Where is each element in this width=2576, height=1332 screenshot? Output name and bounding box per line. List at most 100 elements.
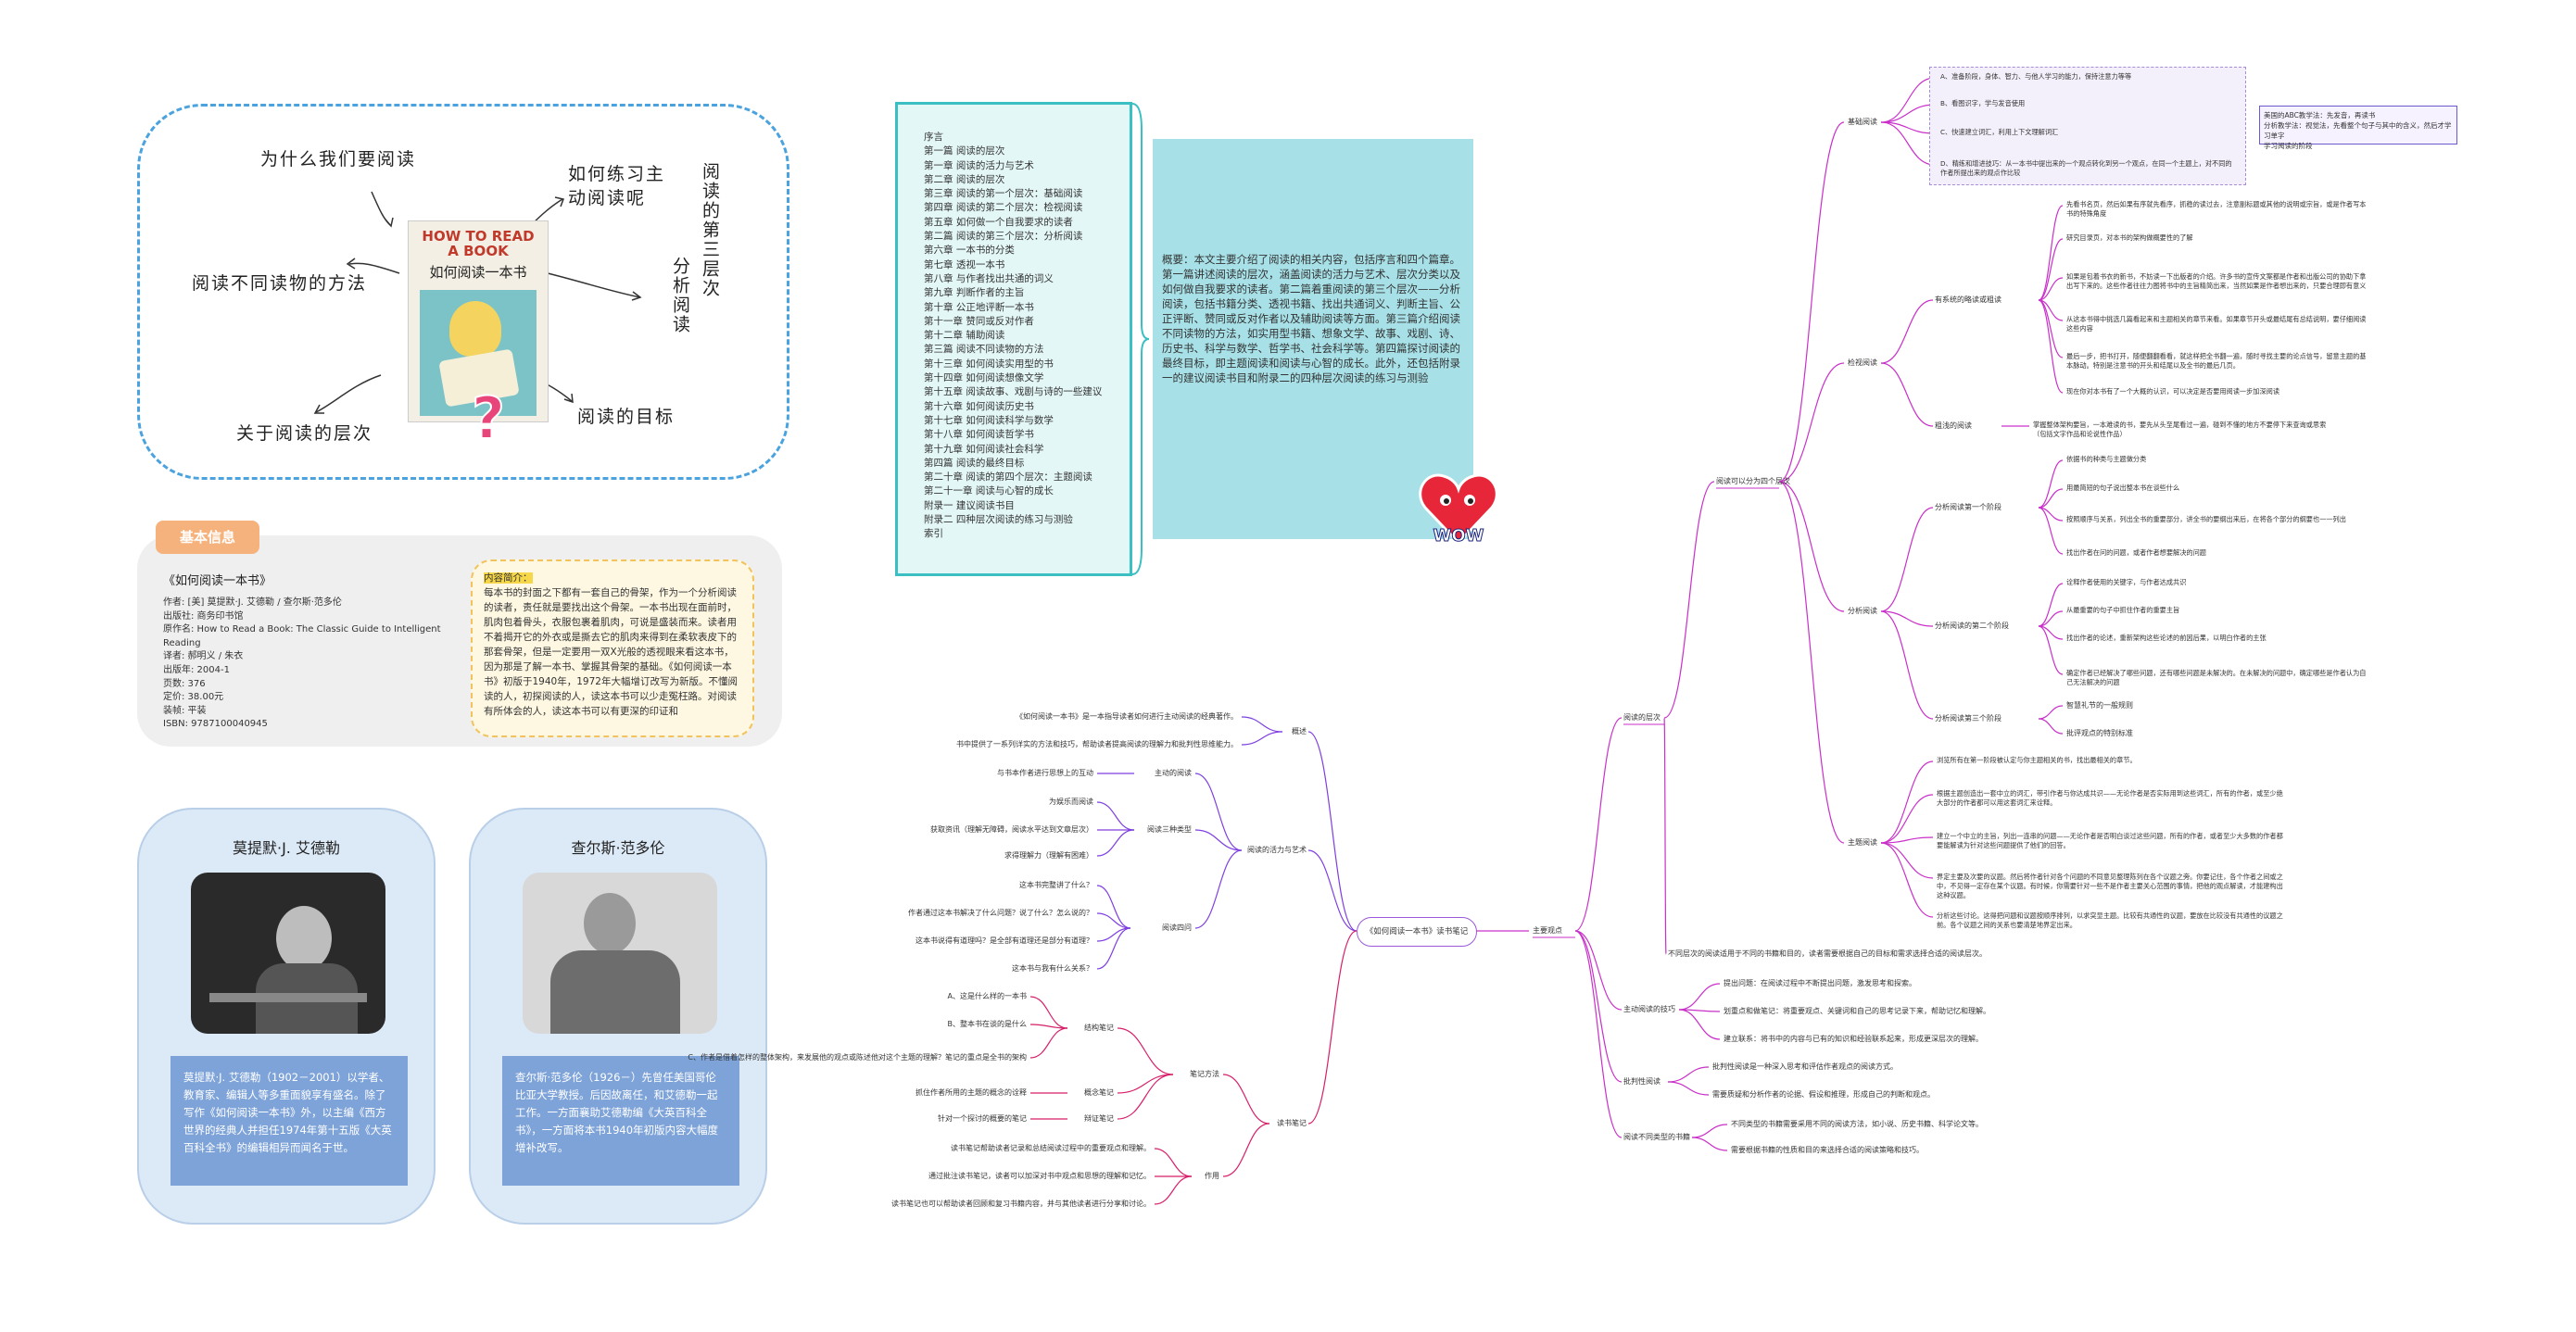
node-note-type[interactable]: 结构笔记: [1084, 1024, 1114, 1032]
node-leaf[interactable]: 找出作者的论述，重新架构这些论述的前因后果，以明白作者的主张: [2066, 634, 2267, 642]
node-sub[interactable]: 分析阅读第三个阶段: [1935, 714, 2001, 723]
node-leaf[interactable]: 掌握整体架构要旨，一本难读的书，要先从头至尾看过一遍，碰到不懂的地方不要停下来查…: [2033, 421, 2327, 438]
mindmap-link: [1154, 1175, 1193, 1205]
node-leaf[interactable]: 用最简短的句子说出整本书在谈些什么: [2066, 484, 2180, 492]
node-leaf[interactable]: 界定主要及次要的议题。然后将作者针对各个问题的不同意见整理陈列在各个议题之旁。你…: [1937, 873, 2283, 899]
node-leaf[interactable]: 求得理解力（理解有困难）: [1004, 851, 1093, 860]
node-leaf[interactable]: D、精练和增进技巧：从一本书中提出来的一个观点转化到另一个观点，在同一个主题上，…: [1940, 159, 2232, 177]
mindmap-link: [1880, 610, 1934, 627]
node-leaf[interactable]: 需要质疑和分析作者的论据、假设和推理，形成自己的判断和观点。: [1712, 1090, 1935, 1099]
node-leaf[interactable]: 需要根据书籍的性质和目的来选择合适的阅读策略和技巧。: [1731, 1146, 1924, 1154]
node-leaf[interactable]: A、准备阶段，身体、智力、与他人学习的能力，保持注意力等等: [1940, 72, 2132, 81]
node-sub[interactable]: 阅读三种类型: [1147, 825, 1192, 834]
person-card-adler: 莫提默·J. 艾德勒 莫提默·J. 艾德勒（1902－2001）以学者、教育家、…: [137, 808, 436, 1225]
node-sub[interactable]: 分析阅读第一个阶段: [1935, 503, 2001, 511]
toc-item: 第十五章 阅读故事、戏剧与诗的一些建议: [924, 386, 1103, 398]
mindmap-link: [1117, 1074, 1174, 1120]
info-title: 《如何阅读一本书》: [163, 574, 272, 588]
node-sub[interactable]: 阅读四问: [1162, 924, 1192, 932]
intro-text: 每本书的封面之下都有一套自己的骨架，作为一个分析阅读的读者，责任就是要找出这个骨…: [484, 587, 738, 717]
node-leaf[interactable]: 从这本书得中挑选几篇看起来和主题相关的章节来看。如果章节开头或最结尾有总结说明，…: [2066, 315, 2367, 333]
node-leaf[interactable]: 不同层次的阅读适用于不同的书籍和目的，读者需要根据自己的目标和需求选择合适的阅读…: [1668, 949, 1987, 958]
mindmap-link: [1778, 121, 1845, 483]
node-level[interactable]: 检视阅读: [1848, 358, 1877, 367]
node-leaf[interactable]: 分析这些讨论。这得把问题和议题按顺序排列，以求突显主题。比较有共通性的议题，要放…: [1937, 911, 2283, 929]
doodle-label-goal: 阅读的目标: [577, 407, 676, 427]
node-leaf[interactable]: 获取资讯（理解无障碍，阅读水平达到文章层次）: [930, 825, 1093, 834]
node-leaf[interactable]: 如果是包着书衣的新书，不妨读一下出版者的介绍。许多书的宣传文案都是作者和出版公司…: [2066, 272, 2367, 290]
node-leaf[interactable]: 不同类型的书籍需要采用不同的阅读方法，如小说、历史书籍、科学论文等。: [1731, 1120, 1983, 1128]
node-leaf[interactable]: 从最重要的句子中抓住作者的重要主旨: [2066, 606, 2180, 614]
node-leaf[interactable]: C、作者是借着怎样的整体架构，来发展他的观点或陈述他对这个主题的理解？笔记的重点…: [688, 1053, 1027, 1062]
node-branch[interactable]: 阅读的活力与艺术: [1247, 846, 1307, 854]
node-sub[interactable]: 作用: [1205, 1172, 1219, 1180]
node-leaf[interactable]: 智慧礼节的一般规则: [2066, 701, 2133, 710]
node-leaf[interactable]: 读书笔记也可以帮助读者回顾和复习书籍内容，并与其他读者进行分享和讨论。: [891, 1200, 1151, 1208]
node-leaf[interactable]: 作者通过这本书解决了什么问题？说了什么？怎么说的？: [908, 909, 1093, 917]
node-leaf[interactable]: 针对一个探讨的概要的笔记: [938, 1114, 1027, 1123]
node-leaf[interactable]: 书中提供了一系列详实的方法和技巧，帮助读者提高阅读的理解力和批判性思维能力。: [956, 740, 1238, 748]
node-leaf[interactable]: 通过批注读书笔记，读者可以加深对书中观点和思想的理解和记忆。: [928, 1172, 1151, 1180]
node-branch[interactable]: 批判性阅读: [1623, 1077, 1661, 1086]
node-note-type[interactable]: 概念笔记: [1084, 1088, 1114, 1097]
node-main-points[interactable]: 主要观点: [1533, 926, 1562, 935]
node-branch[interactable]: 阅读的层次: [1623, 713, 1661, 722]
node-leaf[interactable]: 这本书说得有道理吗？是全部有道理还是部分有道理？: [915, 936, 1093, 945]
toc-item: 第十七章 如何阅读科学与数学: [924, 414, 1054, 426]
doodle-label-active: 如何练习主动阅读呢: [568, 164, 666, 208]
node-leaf[interactable]: 根据主题创造出一套中立的词汇，带引作者与你达成共识——无论作者是否实际用到这些词…: [1937, 789, 2283, 807]
node-leaf[interactable]: 建立联系：将书中的内容与已有的知识和经验联系起来，形成更深层次的理解。: [1724, 1035, 1983, 1043]
mindmap-link: [1029, 1027, 1068, 1059]
node-sub[interactable]: 粗浅的阅读: [1935, 421, 1972, 430]
mindmap-link: [1241, 716, 1283, 733]
node-branch[interactable]: 概述: [1292, 727, 1307, 735]
node-leaf[interactable]: C、快速建立词汇，利用上下文理解词汇: [1940, 128, 2059, 136]
node-sub[interactable]: 分析阅读的第二个阶段: [1935, 622, 2009, 630]
node-leaf[interactable]: 浏览所有在第一阶段被认定与你主题相关的书，找出最相关的章节。: [1937, 756, 2137, 764]
node-leaf[interactable]: 依据书的种类与主题做分类: [2066, 455, 2147, 463]
toc-item: 第四篇 阅读的最终目标: [924, 457, 1025, 469]
node-leaf[interactable]: 抓住作者所用的主题的概念的诠释: [915, 1088, 1027, 1097]
node-leaf[interactable]: B、看图识字，学与发音使用: [1940, 99, 2026, 107]
node-leaf[interactable]: B、整本书在谈的是什么: [947, 1020, 1028, 1028]
toc-item: 索引: [924, 528, 943, 540]
node-sub[interactable]: 笔记方法: [1190, 1070, 1219, 1078]
node-note-type[interactable]: 辩证笔记: [1084, 1114, 1114, 1123]
node-leaf[interactable]: 确定作者已经解决了哪些问题，还有哪些问题是未解决的。在未解决的问题中，确定哪些是…: [2066, 669, 2367, 686]
node-leaf[interactable]: 批评观点的特别标准: [2066, 729, 2133, 737]
node-leaf[interactable]: 这本书与我有什么关系？: [1012, 964, 1093, 973]
mindmap-link: [1667, 1066, 1710, 1083]
node-leaf[interactable]: 提出问题：在阅读过程中不断提出问题，激发思考和探索。: [1724, 979, 1916, 987]
node-leaf[interactable]: 这本书完整讲了什么？: [1019, 881, 1093, 889]
node-level[interactable]: 分析阅读: [1848, 607, 1877, 615]
node-leaf[interactable]: 与书本作者进行思想上的互动: [997, 769, 1093, 777]
node-sub[interactable]: 主动的阅读: [1155, 769, 1192, 777]
toc-item: 第二章 阅读的层次: [924, 173, 1005, 185]
node-four-levels[interactable]: 阅读可以分为四个层次: [1716, 477, 1790, 485]
node-leaf[interactable]: 诠释作者使用的关键字，与作者达成共识: [2066, 578, 2187, 586]
node-level[interactable]: 基础阅读: [1848, 118, 1877, 126]
node-branch[interactable]: 读书笔记: [1277, 1119, 1307, 1127]
toc-item: 第七章 透视一本书: [924, 258, 1005, 270]
node-leaf[interactable]: 最后一步，把书打开，随便翻翻看看，就这样把全书翻一遍，随时寻找主要的论点信号，留…: [2066, 352, 2367, 370]
intro-box: 内容简介： 每本书的封面之下都有一套自己的骨架，作为一个分析阅读的读者，责任就是…: [471, 559, 754, 737]
mindmap-root[interactable]: 《如何阅读一本书》读书笔记: [1357, 917, 1477, 947]
node-leaf[interactable]: 先看书名页，然后如果有序就先看序，抓稳的读过去，注意副标题或其他的说明或宗旨，或…: [2066, 200, 2367, 218]
node-leaf[interactable]: 划重点和做笔记：将重要观点、关键词和自己的思考记录下来，帮助记忆和理解。: [1724, 1007, 1990, 1015]
node-leaf[interactable]: 为娱乐而阅读: [1049, 798, 1093, 806]
node-leaf[interactable]: 《如何阅读一本书》是一本指导读者如何进行主动阅读的经典著作。: [1016, 712, 1238, 721]
node-branch[interactable]: 主动阅读的技巧: [1623, 1005, 1675, 1013]
node-branch[interactable]: 阅读不同类型的书籍: [1623, 1133, 1690, 1141]
node-leaf[interactable]: 现在你对本书有了一个大概的认识，可以决定是否要用阅读一步加深阅读: [2066, 387, 2280, 396]
person-name: 莫提默·J. 艾德勒: [233, 839, 340, 857]
node-leaf[interactable]: 按照顺序与关系，列出全书的重要部分，讲全书的要纲出来后，在将各个部分的纲要也一一…: [2066, 515, 2346, 523]
person-bio: 莫提默·J. 艾德勒（1902－2001）以学者、教育家、编辑人等多重面貌享有盛…: [170, 1056, 408, 1186]
node-sub[interactable]: 有系统的略读或粗读: [1935, 295, 2001, 304]
node-leaf[interactable]: 建立一个中立的主旨，列出一连串的问题——无论作者是否明白谈过这些问题，所有的作者…: [1937, 832, 2283, 849]
node-leaf[interactable]: 研究目录页，对本书的架构做概要性的了解: [2066, 233, 2193, 242]
node-leaf[interactable]: 批判性阅读是一种深入思考和评估作者观点的阅读方式。: [1712, 1062, 1898, 1071]
node-level[interactable]: 主题阅读: [1848, 838, 1877, 847]
node-leaf[interactable]: A、这是什么样的一本书: [947, 992, 1027, 1000]
node-leaf[interactable]: 找出作者在问的问题，或者作者想要解决的问题: [2066, 548, 2206, 557]
node-leaf[interactable]: 读书笔记帮助读者记录和总结阅读过程中的重要观点和理解。: [951, 1144, 1151, 1152]
